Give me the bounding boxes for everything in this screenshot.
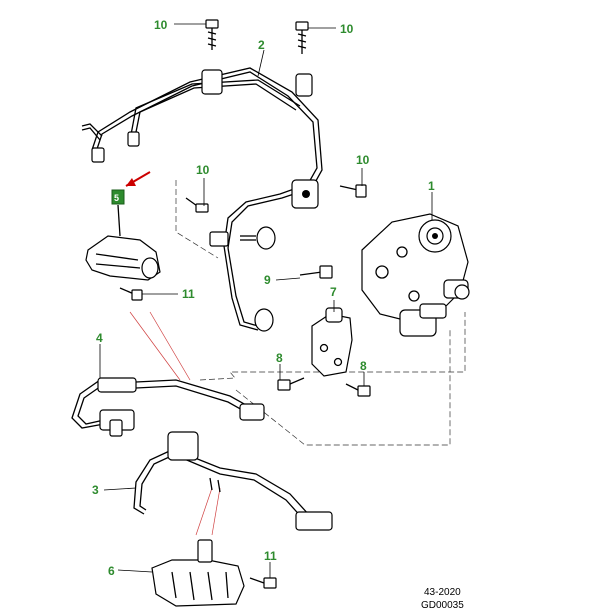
fuel-injection-pipes <box>81 67 323 332</box>
callout-2: 2 <box>258 38 265 52</box>
callout-8: 8 <box>360 359 367 373</box>
callout-4: 4 <box>96 331 103 345</box>
callout-5: 5 <box>114 193 119 203</box>
fuel-rail-pressure-sensor: 5 <box>85 171 161 281</box>
bolt-11-lower <box>249 577 277 589</box>
red-guide-lines <box>129 311 221 536</box>
bolt-10-right <box>339 184 367 198</box>
callout-labels: 10 10 2 10 10 1 9 7 11 4 8 8 3 6 11 <box>92 18 435 578</box>
callout-7: 7 <box>330 285 337 299</box>
bolt-10-mid <box>185 197 209 213</box>
bolt-11-upper <box>119 287 143 301</box>
diagram-image-code: GD00035 <box>421 600 464 611</box>
callout-10: 10 <box>154 18 168 32</box>
callout-8: 8 <box>276 351 283 365</box>
high-pressure-fuel-pump <box>361 213 470 337</box>
bolt-8-left <box>277 377 305 391</box>
diagram-reference-code: 43-2020 <box>424 587 461 598</box>
fuel-return-hose <box>133 431 333 531</box>
leader-lines <box>99 23 433 578</box>
bolt-9 <box>299 265 333 279</box>
callout-9: 9 <box>264 273 271 287</box>
fuel-supply-hose <box>71 377 265 437</box>
bolt-10-top-left <box>205 19 219 50</box>
callout-11: 11 <box>182 287 195 301</box>
fasteners <box>119 19 371 589</box>
callout-10: 10 <box>196 163 210 177</box>
bolt-8-right <box>345 383 371 397</box>
callout-11: 11 <box>264 549 277 563</box>
callout-1: 1 <box>428 179 435 193</box>
callout-10: 10 <box>356 153 370 167</box>
hose-clip <box>151 539 245 607</box>
bolt-10-top-right <box>295 21 309 54</box>
pump-mounting-bracket <box>311 307 353 377</box>
callout-10: 10 <box>340 22 354 36</box>
callout-6: 6 <box>108 564 115 578</box>
callout-3: 3 <box>92 483 99 497</box>
